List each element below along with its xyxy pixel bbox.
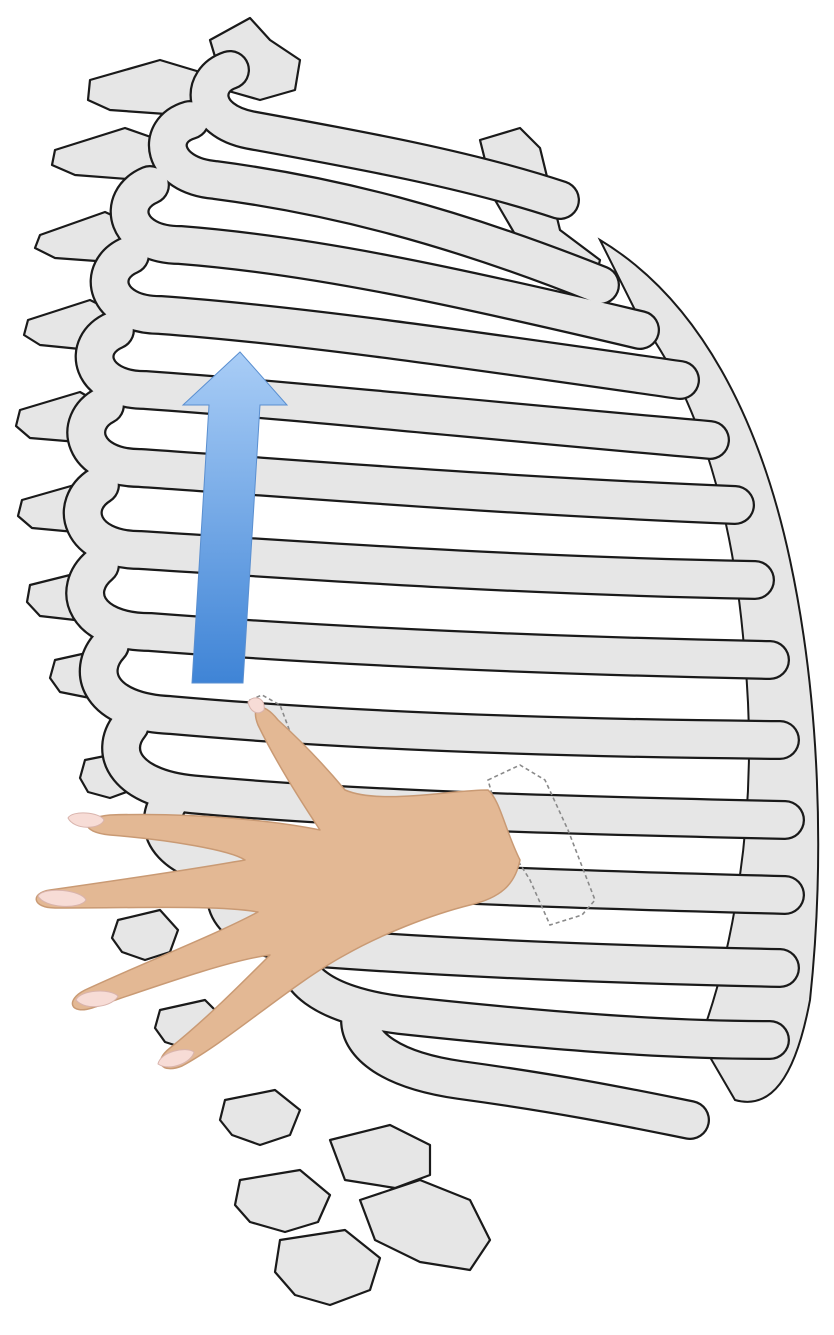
vertebra <box>112 910 178 960</box>
fingernail <box>68 813 104 827</box>
fingernail <box>158 1050 194 1067</box>
vertebra <box>220 1090 300 1145</box>
vertebra <box>330 1125 430 1188</box>
vertebra <box>235 1170 330 1232</box>
vertebra <box>275 1230 380 1305</box>
